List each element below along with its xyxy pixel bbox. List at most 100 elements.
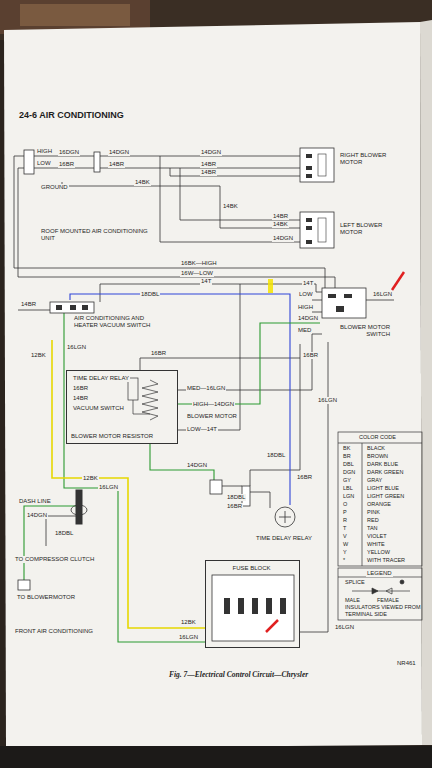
connector-pin (82, 305, 88, 310)
green-wire (64, 313, 205, 642)
vacuum-switch-box: AIR CONDITIONING AND HEATER VACUUM SWITC… (46, 300, 170, 340)
table-cell: GRAY (366, 477, 383, 484)
wire-label: 16LGN (372, 291, 393, 298)
wire-label: 14BK (272, 221, 289, 228)
wire-label: LOW (298, 291, 314, 298)
table-frame (338, 432, 422, 620)
connector-symbol (322, 288, 366, 318)
connector-symbol (210, 480, 222, 494)
connector-pin (306, 240, 312, 244)
wire-line (14, 156, 325, 288)
wire-label: 14DGN (272, 235, 294, 242)
wire-label: LOW—14T (186, 426, 218, 433)
wire-label: 14T (200, 278, 212, 285)
wire-line (178, 284, 240, 430)
connector-pin (56, 305, 62, 310)
table-cell: ORANGE (366, 501, 392, 508)
wire-label: GROUND (40, 184, 69, 191)
connector-symbol (300, 148, 334, 182)
photo-background (420, 20, 432, 745)
connector-pin (224, 598, 230, 614)
motor-label: RIGHT BLOWER MOTOR (338, 150, 400, 172)
wire-label: 14BR (200, 161, 217, 168)
table-cell: LBL (342, 485, 354, 492)
table-cell: VIOLET (366, 533, 388, 540)
table-cell: WITH TRACER (366, 557, 406, 564)
wire-label: 16BR (296, 474, 313, 481)
wire-connector (300, 342, 328, 632)
connector-pin (266, 598, 272, 614)
highlight-mark (268, 279, 273, 293)
legend-sample (386, 588, 392, 594)
wire-label: 14DGN (108, 149, 130, 156)
connector-pin (70, 305, 76, 310)
table-cell: YELLOW (366, 549, 391, 556)
connector-symbol (18, 580, 30, 590)
table-cell: PINK (366, 509, 381, 516)
table-cell: DGN (342, 469, 356, 476)
connector-symbol (300, 212, 334, 248)
wire-label: 14DGN (297, 315, 319, 322)
wire-label: 16BR (302, 352, 319, 359)
wire-connector (178, 323, 320, 404)
wire-label: 18DBL (266, 452, 286, 459)
table-cell: BK (342, 445, 351, 452)
connector-symbol (50, 302, 94, 313)
connector-pin (252, 598, 258, 614)
wire-label: 14BK (134, 179, 151, 186)
wire-label: VACUUM SWITCH (72, 405, 125, 412)
wire-connector (52, 340, 205, 628)
connector-pin (306, 174, 312, 178)
wire-label: 16BR (72, 385, 89, 392)
wire-line (250, 344, 300, 486)
dash-grommet (71, 490, 87, 524)
connector-symbol (212, 575, 294, 641)
relay-box: TIME DELAY RELAY (250, 505, 320, 551)
table-cell: LIGHT BLUE (366, 485, 400, 492)
green-wire (150, 444, 214, 480)
wire-line (68, 186, 300, 228)
component-name: TIME DELAY RELAY (250, 535, 318, 542)
component-name: LEFT BLOWER MOTOR (340, 222, 398, 236)
wire-label: 16BR (58, 161, 75, 168)
table-cell: BROWN (366, 453, 389, 460)
wire-line (250, 492, 270, 508)
dash-grommet (71, 505, 87, 515)
table-cell: O (342, 501, 348, 508)
legend-heading: LEGEND (366, 570, 393, 577)
wire-label: 16BK—HIGH (180, 260, 218, 267)
table-frame (338, 568, 422, 620)
wire-line (46, 516, 80, 546)
wire-label: 14DGN (200, 149, 222, 156)
connector-pin (344, 294, 352, 298)
wire-label: 18DBL (140, 291, 160, 298)
connector-symbol (94, 152, 100, 172)
wire-label: 14BR (72, 395, 89, 402)
connector-pin (328, 294, 336, 298)
connector-pin (306, 166, 312, 170)
component-name: BLOWER MOTOR SWITCH (322, 324, 390, 338)
wire-label: HIGH—14DGN (192, 401, 235, 408)
wire-label: MED—16LGN (186, 385, 226, 392)
legend-sample (352, 591, 410, 592)
table-cell: BR (342, 453, 352, 460)
wire-label: 16LGN (178, 634, 199, 641)
component-name: FUSE BLOCK (206, 565, 297, 572)
page-title: 24-6 AIR CONDITIONING (18, 110, 125, 121)
wire-label: 16W—LOW (180, 270, 214, 277)
table-cell: TAN (366, 525, 379, 532)
wire-label: DASH LINE (18, 498, 52, 505)
wire-label: 14BK (222, 203, 239, 210)
wire-line (180, 168, 300, 220)
wire-label: ROOF MOUNTED AIR CONDITIONING UNIT (40, 228, 152, 242)
wire-line (18, 310, 50, 311)
legend-text: SPLICE (344, 579, 366, 586)
connector-pin (306, 218, 312, 222)
wire-label: TO BLOWERMOTOR (16, 594, 76, 601)
wire-line (18, 168, 335, 288)
table-heading: COLOR CODE (358, 434, 397, 441)
relay-symbol (275, 507, 295, 527)
wire-label: TO COMPRESSOR CLUTCH (14, 556, 95, 563)
